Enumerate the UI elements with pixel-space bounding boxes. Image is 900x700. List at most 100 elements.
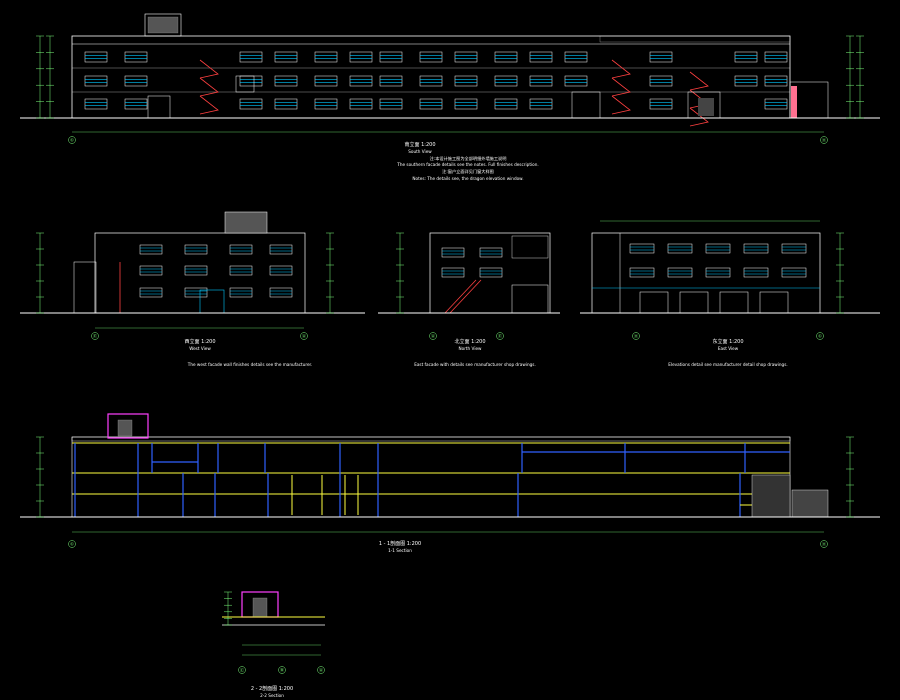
- south-window: [649, 51, 673, 63]
- south-stair-flight: [689, 107, 709, 127]
- south-window: [419, 75, 443, 87]
- section-1-1-view: ① ⑪ 1 - 1剖面图 1:200 1-1 Section: [20, 413, 880, 553]
- east-dimension-group: [836, 232, 844, 314]
- south-window: [454, 75, 478, 87]
- south-view-title: 南立面 1:200: [405, 141, 436, 148]
- section1-dimension-group: [36, 436, 854, 518]
- south-window: [349, 75, 373, 87]
- south-window: [529, 98, 553, 110]
- section2-dimension-group: [224, 591, 232, 626]
- west-window: [184, 265, 208, 276]
- section2-axis-label-3: Ⓐ: [319, 667, 324, 674]
- south-window: [124, 51, 148, 63]
- south-stair-flight: [199, 77, 219, 97]
- west-window: [269, 244, 293, 255]
- section2-axis-label-2: Ⓑ: [280, 667, 285, 674]
- east-window: [743, 243, 769, 254]
- north-axis-label-left: Ⓐ: [431, 333, 436, 340]
- north-view-title: 北立面 1:200: [455, 338, 486, 345]
- south-window: [379, 98, 403, 110]
- west-view-subtitle: West View: [189, 346, 211, 351]
- west-window: [184, 244, 208, 255]
- west-axis-label-right: Ⓐ: [302, 333, 307, 340]
- south-entrance-2: [687, 91, 721, 119]
- section1-penthouse-hatch: [117, 419, 133, 437]
- section1-axis-label-left: ①: [70, 542, 74, 547]
- south-window: [734, 75, 758, 87]
- south-annex-pink-wall: [791, 86, 797, 118]
- west-window: [139, 244, 163, 255]
- south-window: [124, 75, 148, 87]
- west-stair-tower: [224, 211, 268, 234]
- south-elevation-view: ① ⑪ 南立面 1:200 South View 注:本设计施工图为全部明细外墙…: [20, 13, 880, 181]
- south-window: [454, 98, 478, 110]
- section2-axis-bubble-2: [278, 666, 286, 674]
- west-elevation-view: Ⓔ Ⓐ 西立面 1:200 West View The west facade …: [20, 211, 365, 367]
- section1-subtitle: 1-1 Section: [388, 548, 412, 553]
- south-entrance-1: [571, 91, 601, 119]
- south-window: [239, 98, 263, 110]
- south-window: [649, 75, 673, 87]
- north-window: [479, 267, 503, 278]
- south-window: [494, 98, 518, 110]
- west-view-note: The west facade wall finishes details se…: [187, 362, 312, 367]
- east-window: [743, 267, 769, 278]
- west-window-group: [119, 244, 293, 313]
- east-window: [705, 267, 731, 278]
- east-axis-label-right: ①: [818, 334, 822, 339]
- south-stair-flight: [611, 77, 631, 97]
- west-window: [139, 287, 163, 298]
- south-tower-hatch: [147, 16, 179, 34]
- west-window: [269, 265, 293, 276]
- north-stair-red: [444, 279, 477, 314]
- south-window: [454, 51, 478, 63]
- south-roof-band: [599, 35, 791, 43]
- south-window: [314, 98, 338, 110]
- south-window: [274, 98, 298, 110]
- south-axis-label-right: ⑪: [822, 137, 827, 144]
- south-view-note2-en: Notes: The details see, the dragon eleva…: [412, 176, 523, 181]
- south-stair-flight: [611, 59, 631, 79]
- south-window: [529, 75, 553, 87]
- east-window: [629, 267, 655, 278]
- section2-axis-bubble-3: [317, 666, 325, 674]
- south-view-note-cn: 注:本设计施工图为全部明细外墙施工说明: [430, 155, 507, 162]
- south-axis-label-left: ①: [70, 138, 74, 143]
- east-window: [667, 243, 693, 254]
- section1-hatched-room: [751, 474, 791, 518]
- section2-title: 2 - 2剖面图 1:200: [251, 685, 293, 692]
- south-window: [734, 51, 758, 63]
- north-stair-red-2: [449, 279, 482, 314]
- south-entry-box: [235, 75, 255, 93]
- north-axis-bubble-left: [429, 332, 437, 340]
- south-window: [84, 75, 108, 87]
- section1-penthouse: [107, 413, 149, 439]
- south-dimension-group: [36, 35, 864, 119]
- north-axis-label-right: Ⓔ: [498, 333, 503, 340]
- east-axis-bubble-right: [816, 332, 824, 340]
- north-view-note: East facade with details see manufacture…: [414, 362, 536, 367]
- north-window: [479, 247, 503, 258]
- south-axis-bubble-right: [820, 136, 828, 144]
- east-window: [629, 243, 655, 254]
- south-window: [239, 51, 263, 63]
- south-window: [274, 51, 298, 63]
- section1-title: 1 - 1剖面图 1:200: [379, 540, 421, 547]
- east-view-title: 东立面 1:200: [713, 338, 744, 345]
- south-window: [419, 98, 443, 110]
- section1-axis-label-right: ⑪: [822, 541, 827, 548]
- south-window: [764, 75, 788, 87]
- section2-penthouse-hatch: [252, 597, 268, 618]
- south-view-note-en: The southern facade details see the note…: [396, 162, 538, 167]
- east-view-subtitle: East View: [718, 346, 739, 351]
- north-view-subtitle: North View: [459, 346, 483, 351]
- south-window: [379, 51, 403, 63]
- west-axis-bubble-right: [300, 332, 308, 340]
- south-view-subtitle: South View: [408, 149, 432, 154]
- south-window: [419, 51, 443, 63]
- north-window: [441, 247, 465, 258]
- south-window: [764, 98, 788, 110]
- south-window: [124, 98, 148, 110]
- south-window: [494, 75, 518, 87]
